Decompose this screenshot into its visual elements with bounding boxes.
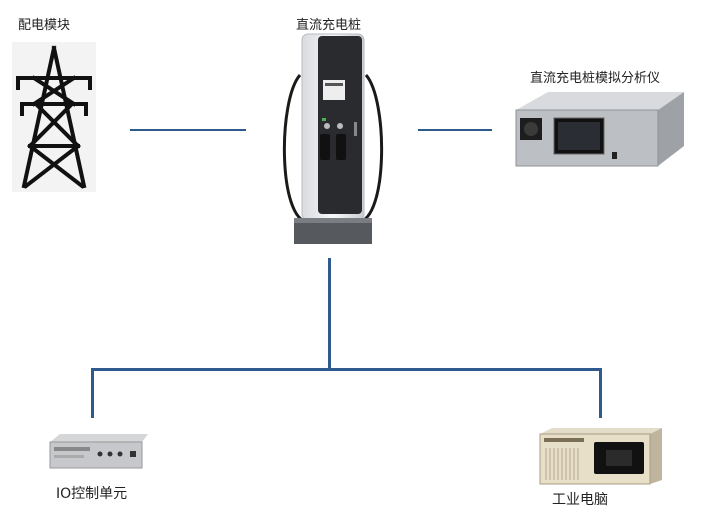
distribution-module-label: 配电模块 bbox=[18, 18, 71, 33]
simulator-label: 直流充电桩模拟分析仪 bbox=[530, 71, 661, 86]
rack-analyzer-icon bbox=[515, 92, 684, 167]
edge-distribution-to-charger bbox=[130, 129, 246, 131]
power-tower-icon bbox=[12, 42, 96, 192]
io-control-unit-label: IO控制单元 bbox=[56, 486, 128, 502]
edge-bus-to-io-unit bbox=[91, 368, 94, 418]
edge-bus-horizontal bbox=[91, 368, 602, 371]
edge-bus-to-industrial-pc bbox=[599, 368, 602, 418]
ev-charger-icon bbox=[282, 33, 384, 244]
edge-charger-trunk bbox=[328, 258, 331, 370]
industrial-pc-icon bbox=[539, 428, 662, 485]
industrial-pc-label: 工业电脑 bbox=[552, 492, 608, 508]
dc-charger-label: 直流充电桩 bbox=[296, 18, 362, 33]
edge-charger-to-simulator bbox=[418, 129, 492, 131]
io-rack-unit-icon bbox=[49, 434, 148, 469]
